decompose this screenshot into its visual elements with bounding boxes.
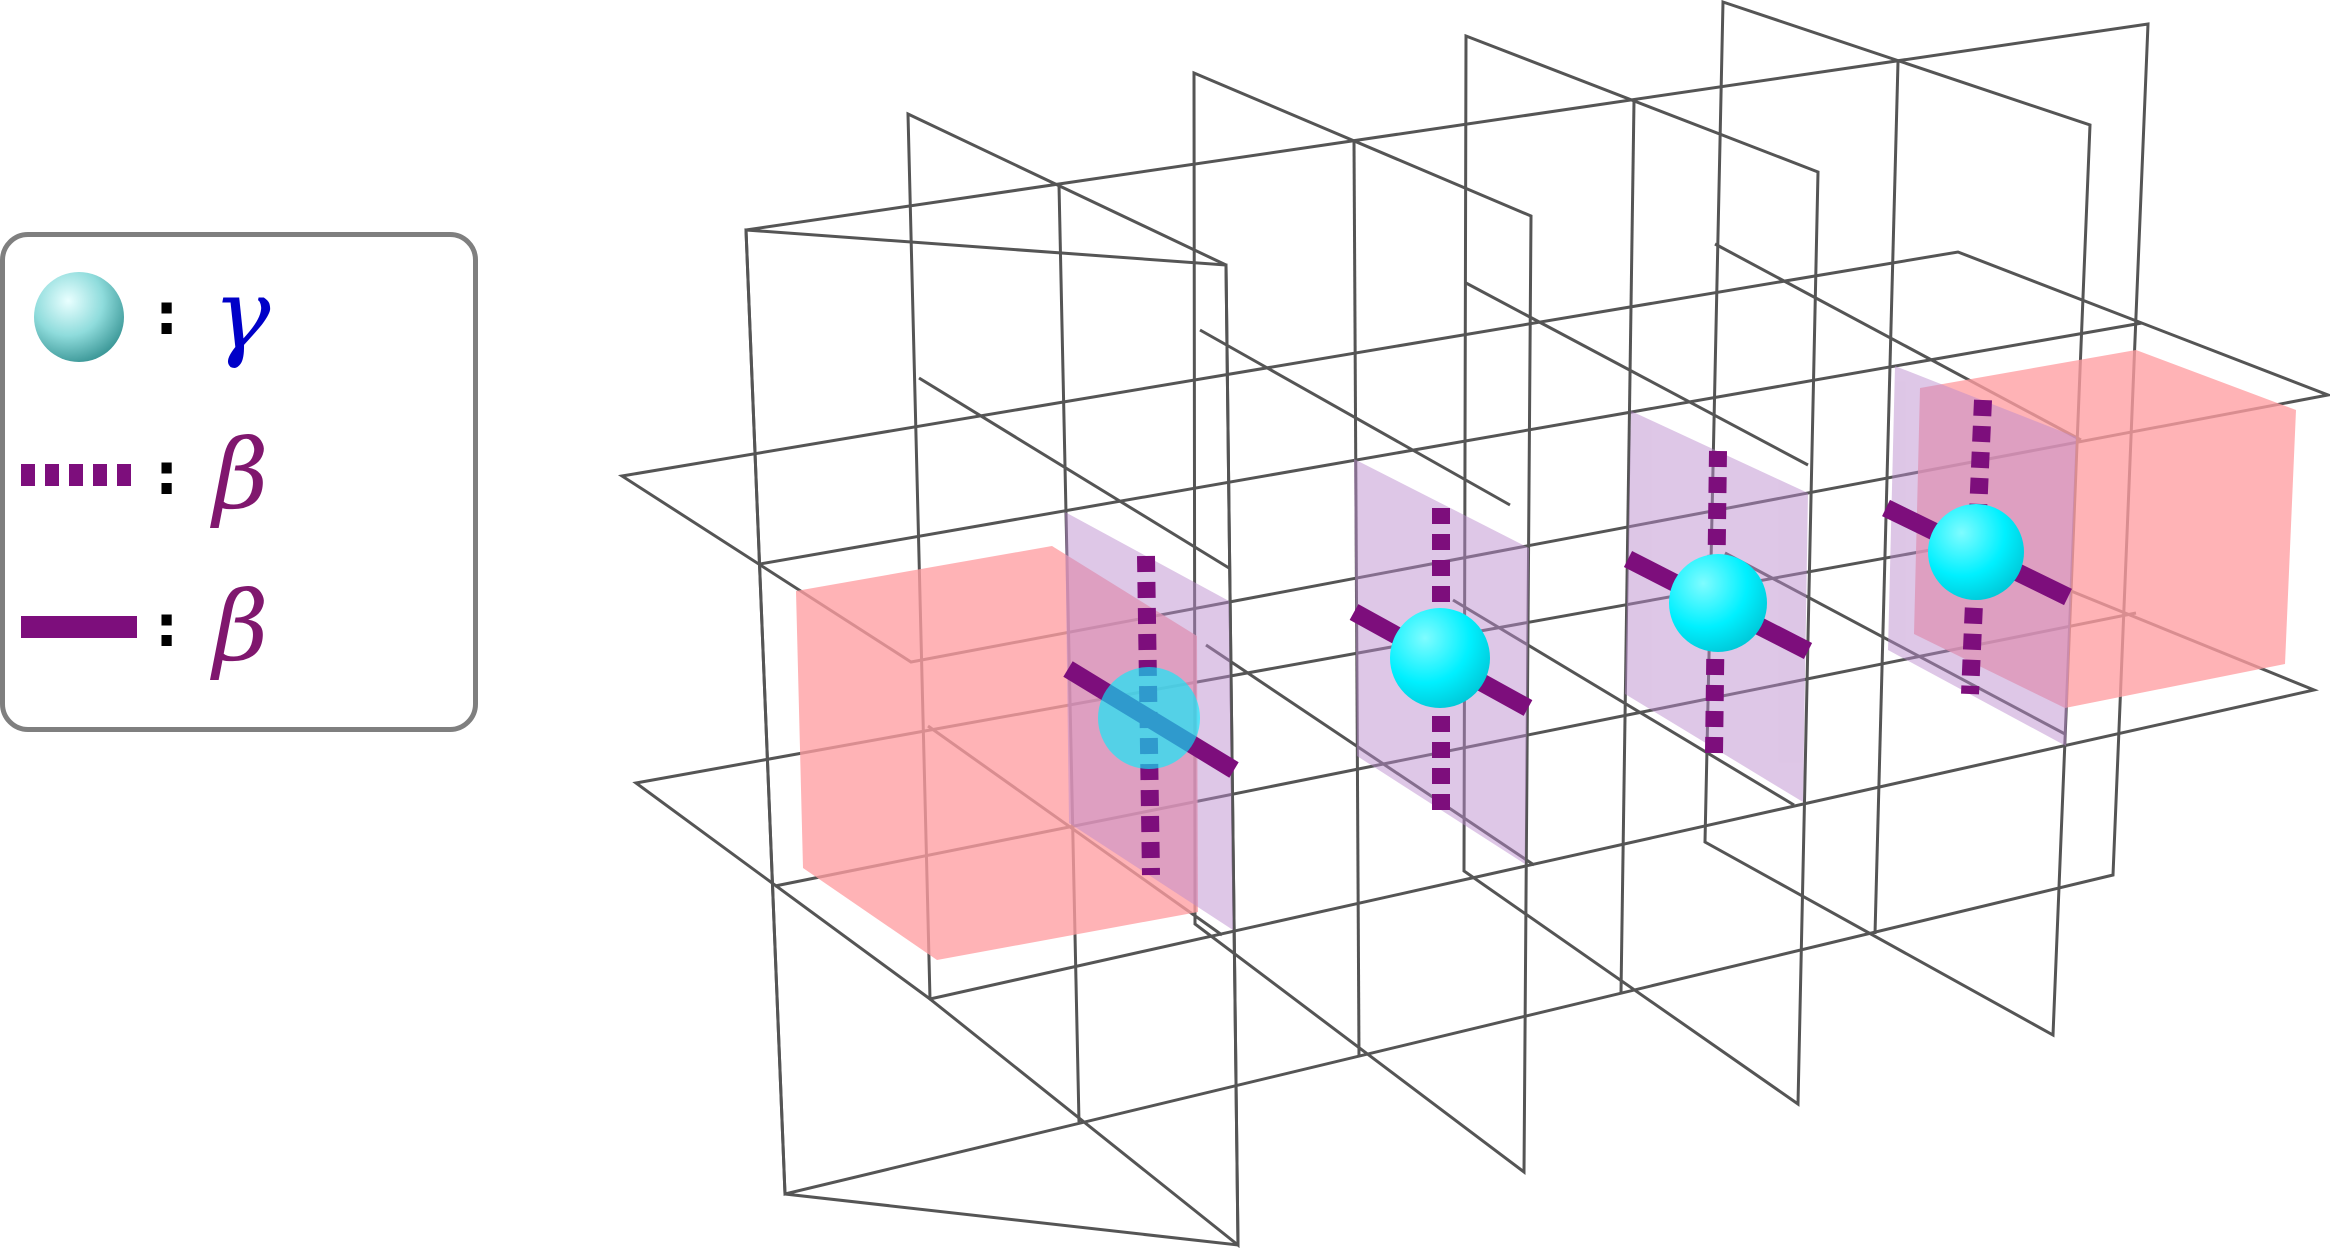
- legend-row-beta-solid: : β: [5, 579, 473, 707]
- upper-plane-line: [759, 321, 2143, 566]
- right-cube: [1914, 350, 2296, 708]
- pink-cubes: [796, 350, 2296, 960]
- sphere-2: [1390, 608, 1490, 708]
- sphere-marker-icon: [34, 272, 124, 362]
- beta-symbol-solid: β: [213, 571, 269, 683]
- spheres: [1098, 504, 2024, 769]
- dotted-line-marker-icon: [21, 464, 137, 486]
- gamma-symbol: γ: [213, 259, 271, 371]
- dotted-string-4: [1961, 399, 1992, 695]
- lower-plane-line: [1205, 643, 1535, 867]
- lower-plane-outline: [632, 543, 2320, 1001]
- legend-separator: :: [155, 440, 179, 508]
- vertical-plane-outline: [1462, 33, 1820, 1107]
- legend-row-beta-dotted: : β: [5, 427, 473, 537]
- legend-separator: :: [155, 280, 179, 348]
- legend-row-gamma: : γ: [5, 267, 473, 377]
- lower-plane-line: [1452, 598, 1795, 807]
- sphere-4: [1928, 504, 2024, 600]
- legend-separator: :: [155, 592, 179, 660]
- purple-faces: [1065, 366, 2076, 930]
- left-cube: [796, 546, 1198, 960]
- back-plane-line: [1619, 100, 1636, 994]
- sphere-1: [1098, 667, 1200, 769]
- legend-box: : γ : β : β: [0, 232, 478, 732]
- sphere-3: [1669, 554, 1767, 652]
- beta-symbol-dotted: β: [213, 419, 269, 531]
- back-plane-line: [1873, 61, 1900, 935]
- back-plane-line: [1352, 141, 1361, 1058]
- solid-line-marker-icon: [21, 616, 137, 638]
- upper-plane-line: [1465, 281, 1809, 467]
- back-plane-outline: [744, 22, 2150, 1196]
- lower-plane-line: [1724, 551, 2066, 736]
- upper-plane-line: [918, 376, 1230, 570]
